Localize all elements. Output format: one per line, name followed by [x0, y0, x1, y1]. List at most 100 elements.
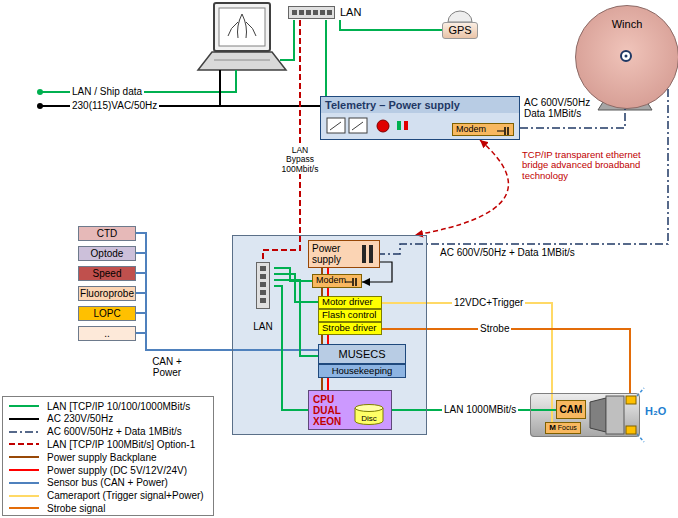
wire-dot: [37, 103, 43, 109]
legend-row: LAN [TCP/IP 10/100/1000MBit/s: [7, 400, 190, 412]
light-rays: [637, 388, 644, 442]
switch-icon: [252, 262, 274, 310]
legend-row: AC 230V/50Hz: [7, 413, 113, 425]
legend-text: Power supply (DC 5V/12V/24V): [47, 465, 187, 476]
strobe-lamp: [626, 426, 636, 434]
legend-text: LAN [TCP/IP 100MBit/s] Option-1: [47, 439, 195, 450]
node-label: LOPC: [93, 308, 120, 319]
modem-box: Modem: [452, 123, 514, 136]
wires: [37, 20, 320, 109]
lan-switch: LAN: [252, 262, 274, 332]
legend-row: LAN [TCP/IP 100MBit/s] Option-1: [7, 438, 195, 450]
legend-text: Strobe signal: [47, 503, 105, 514]
connector: [382, 329, 630, 393]
wire-dot: [37, 89, 43, 95]
laptop-display: [219, 8, 265, 46]
gps-antenna: [448, 11, 472, 22]
modem-box: Modem: [312, 274, 362, 288]
connector: [136, 273, 318, 350]
node-label: Motor driver: [322, 297, 373, 307]
wire-label: H₂O: [645, 405, 666, 417]
connector: [263, 20, 300, 262]
switch-icon: [288, 6, 336, 20]
sensor-box: ..: [78, 326, 136, 341]
keyboard-line: [214, 60, 270, 61]
node-label: Modem: [456, 125, 486, 135]
legend-text: LAN [TCP/IP 10/100/1000MBit/s: [47, 401, 190, 412]
strobe-lamp: [626, 396, 636, 404]
connector-label: LAN Bypass 100Mbit/s: [280, 146, 320, 174]
lan-wire: [280, 20, 294, 60]
legend-box: LAN [TCP/IP 10/100/1000MBit/sAC 230V/50H…: [2, 396, 214, 516]
connector-label: AC 600V/50Hz Data 1MBit/s: [524, 97, 596, 119]
telemetry-box: Telemetry – Power supplyModem: [320, 96, 520, 140]
connector-label: TCP/IP transparent ethernet bridge advan…: [522, 150, 662, 181]
legend-row: Power supply (DC 5V/12V/24V): [7, 464, 187, 476]
connector: [136, 253, 318, 350]
legend-sample: [7, 440, 41, 448]
node-label: M: [549, 424, 556, 433]
node-label: LAN: [253, 321, 272, 332]
power-supply-box: Power supply: [308, 240, 380, 268]
node-label: Telemetry – Power supply: [325, 99, 460, 111]
node-label: Speed: [93, 268, 122, 279]
legend-sample: [7, 504, 41, 512]
connector-label: 12VDC+Trigger: [452, 297, 525, 308]
disc-cylinder: Disc: [354, 404, 384, 425]
node-label: Winch: [612, 18, 643, 30]
winch-drum: Winch: [575, 5, 678, 109]
node-label: CAM: [560, 404, 583, 415]
node-label: MUSECS: [338, 348, 385, 360]
legend-sample: [7, 428, 41, 436]
driver-box: Strobe driver: [318, 322, 382, 335]
modem-symbol: [497, 126, 511, 136]
node-label: Strobe driver: [322, 323, 376, 333]
legend-row: AC 600V/50Hz + Data 1MBit/s: [7, 426, 182, 438]
legend-sample: [7, 415, 41, 423]
lan-switch: LAN: [288, 4, 360, 20]
node-label: CPU DUAL XEON: [313, 394, 349, 427]
legend-row: Sensor bus (CAN + Power): [7, 477, 168, 489]
sensor-box: LOPC: [78, 306, 136, 321]
pressure-housing: LAN Power supplyModemMotor driverFlash co…: [232, 235, 427, 435]
laptop-screen: [214, 3, 270, 51]
node-label: Housekeeping: [332, 366, 393, 376]
laptop-base: [198, 52, 286, 70]
legend-text: Power supply Backplane: [47, 452, 157, 463]
focus-motor: MFocus: [545, 422, 581, 434]
node-label: Flash control: [322, 310, 376, 320]
node-label: Modem: [316, 276, 346, 286]
driver-box: Flash control: [318, 309, 382, 322]
connector-label: LAN 1000MBit/s: [442, 404, 518, 415]
legend-sample: [7, 492, 41, 500]
driver-box: Motor driver: [318, 296, 382, 309]
housing-fill: [232, 235, 427, 435]
legend-text: Cameraport (Trigger signal+Power): [47, 490, 204, 501]
node-label: LAN: [340, 6, 361, 18]
wire-label: LAN / Ship data: [70, 86, 144, 97]
screen-figure: [228, 14, 256, 38]
legend-sample: [7, 466, 41, 474]
legend-text: AC 230V/50Hz: [47, 413, 113, 424]
battery-symbol: [360, 245, 376, 263]
node-label: ..: [104, 328, 110, 339]
cpu-box: CPU DUAL XEON Disc: [308, 390, 392, 430]
node-label: Disc: [361, 415, 377, 424]
connector: [274, 280, 318, 356]
camera-illustration: [530, 388, 644, 442]
connector: [274, 286, 308, 410]
connector: [340, 20, 442, 30]
legend-sample: [7, 479, 41, 487]
lens-barrel: [606, 396, 624, 434]
controller-box: MUSECS: [318, 344, 406, 364]
gps-box: GPS: [442, 22, 478, 39]
controller-box: Housekeeping: [318, 364, 406, 378]
camera-housing-fill: [530, 393, 640, 437]
connector: [382, 303, 552, 422]
legend-sample: [7, 402, 41, 410]
connector: [325, 20, 327, 96]
sensor-box: Optode: [78, 246, 136, 261]
connector-label: Strobe: [478, 323, 511, 334]
camera-box: CAM: [556, 400, 586, 419]
